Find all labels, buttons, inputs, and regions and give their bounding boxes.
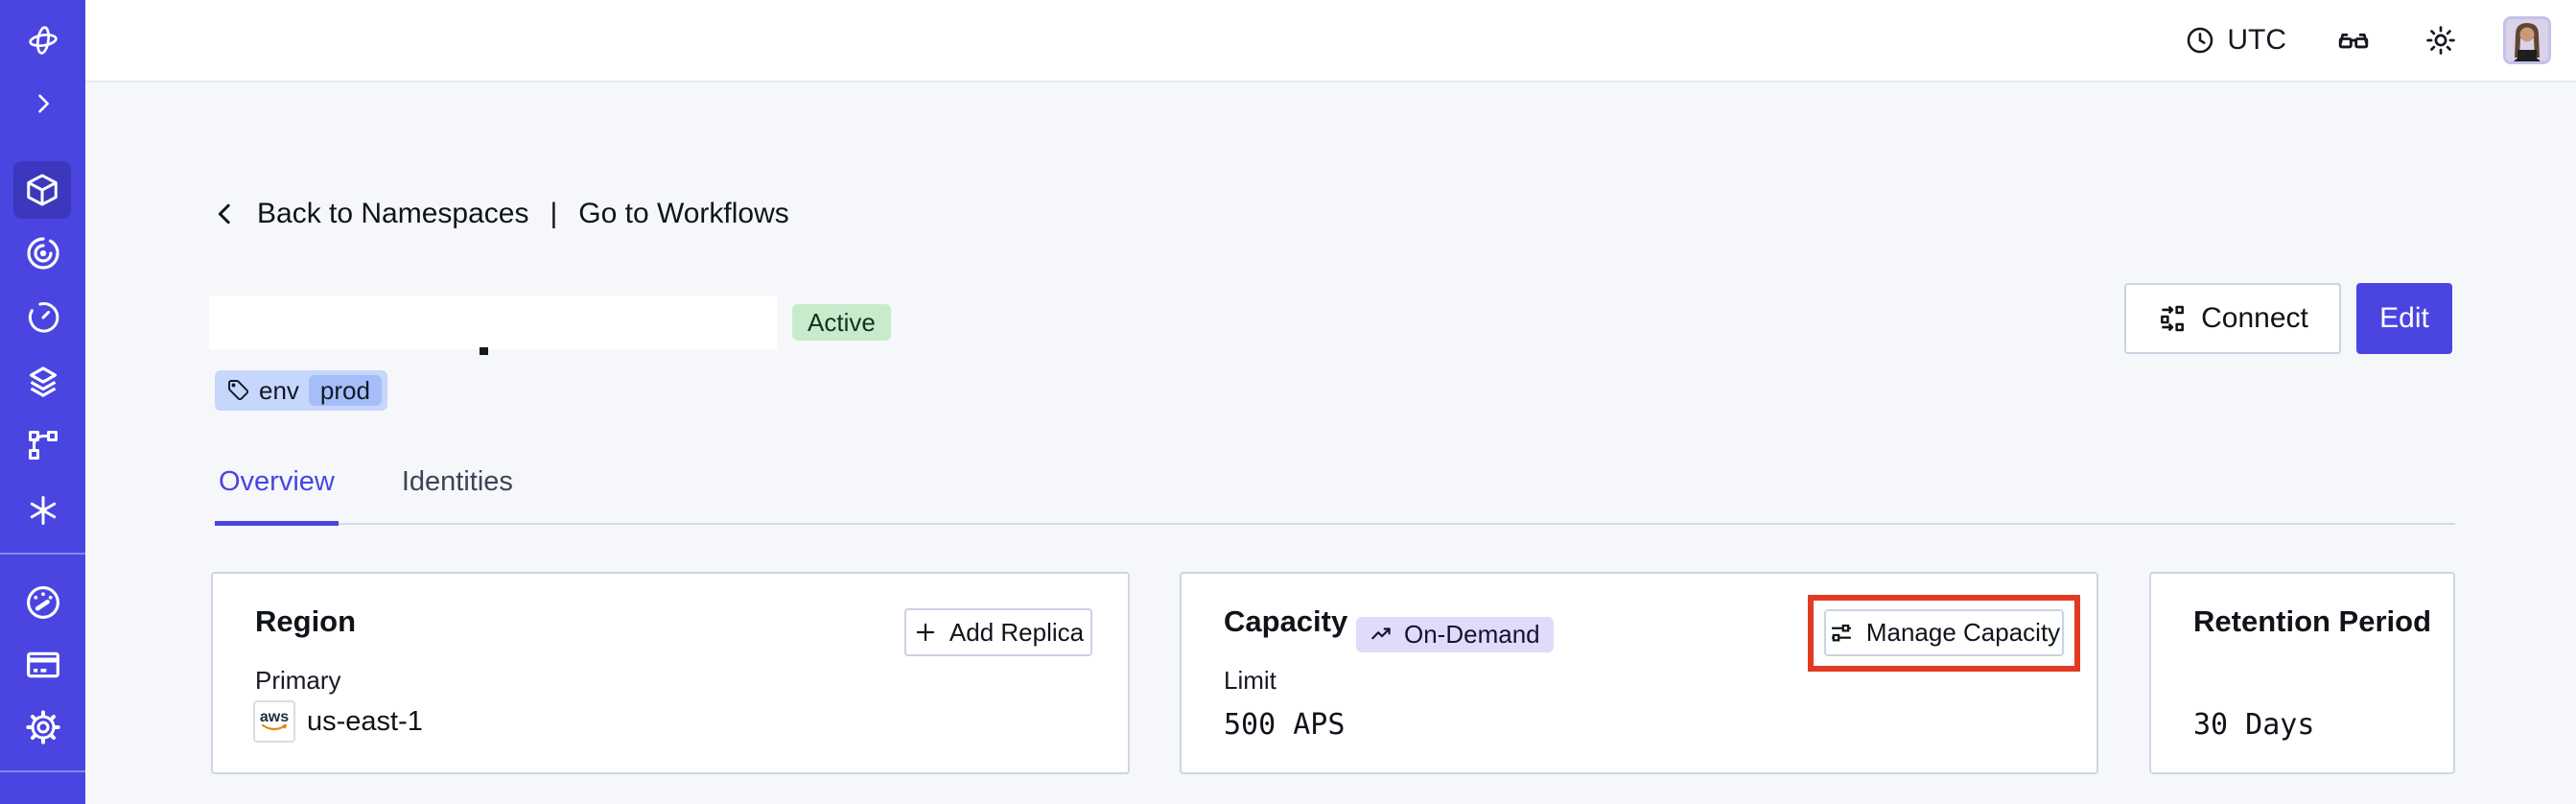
on-demand-badge: On-Demand — [1356, 617, 1554, 652]
timer-icon — [28, 302, 59, 333]
gear-icon — [25, 710, 60, 745]
primary-label: Primary — [255, 666, 341, 695]
header-actions: Connect Edit — [2124, 283, 2452, 354]
aws-provider-chip: aws — [253, 700, 295, 743]
status-badge: Active — [792, 304, 891, 341]
retention-value: 30 Days — [2193, 708, 2315, 742]
tab-bar: Overview Identities — [215, 466, 2455, 526]
labs-toggle[interactable] — [2336, 23, 2371, 58]
aws-logo-text: aws — [259, 709, 290, 725]
glasses-icon — [2338, 33, 2369, 49]
add-replica-button[interactable]: Add Replica — [904, 608, 1092, 656]
sliders-icon — [1831, 624, 1851, 641]
connect-flow-icon — [2161, 305, 2185, 332]
sidebar-divider — [0, 770, 85, 772]
sidebar-item-nexus[interactable] — [0, 482, 85, 539]
edit-button[interactable]: Edit — [2356, 283, 2452, 354]
credit-card-icon — [26, 651, 59, 678]
topbar: UTC — [85, 0, 2576, 83]
sidebar-item-schedules[interactable] — [0, 289, 85, 346]
sidebar-item-namespaces[interactable] — [13, 161, 71, 219]
retention-card: Retention Period 30 Days — [2149, 572, 2455, 774]
main-content: Back to Namespaces | Go to Workflows Act… — [85, 83, 2576, 804]
limit-label: Limit — [1224, 666, 1276, 695]
tag-icon — [228, 380, 248, 400]
sidebar-divider — [0, 553, 85, 555]
edit-button-label: Edit — [2379, 302, 2429, 334]
region-card: Region Add Replica Primary aws us-east-1 — [211, 572, 1130, 774]
redaction-artifact-dot — [480, 347, 488, 355]
gauge-icon — [26, 586, 59, 619]
breadcrumb: Back to Namespaces | Go to Workflows — [211, 198, 789, 230]
connect-button-label: Connect — [2201, 302, 2308, 334]
chevron-left-icon[interactable] — [211, 200, 240, 228]
aws-smile-icon — [262, 724, 287, 731]
region-value: us-east-1 — [307, 706, 423, 737]
sidebar-item-workflows[interactable] — [0, 225, 85, 282]
clock-icon — [2188, 27, 2213, 54]
sidebar-nav — [0, 0, 85, 804]
capacity-card-title: Capacity — [1224, 604, 1348, 638]
redacted-namespace-title — [209, 296, 777, 349]
sidebar-item-billing[interactable] — [0, 636, 85, 694]
trending-up-icon — [1371, 627, 1391, 639]
cube-icon — [27, 174, 58, 206]
connect-button[interactable]: Connect — [2124, 283, 2341, 354]
branch-icon — [28, 431, 58, 460]
region-card-title: Region — [255, 604, 357, 638]
namespace-tag[interactable]: env prod — [215, 370, 387, 411]
breadcrumb-separator: | — [550, 198, 558, 229]
capacity-limit-value: 500 APS — [1224, 708, 1346, 742]
tab-identities[interactable]: Identities — [401, 466, 513, 497]
sidebar-item-help-partial[interactable] — [0, 792, 85, 804]
sun-icon — [2426, 26, 2455, 55]
plus-icon — [916, 623, 935, 642]
manage-capacity-label: Manage Capacity — [1865, 618, 2061, 647]
sidebar-item-batch-operations[interactable] — [0, 416, 85, 474]
layers-icon — [29, 367, 57, 397]
avatar-photo — [2506, 19, 2548, 61]
add-replica-label: Add Replica — [948, 617, 1085, 647]
manage-capacity-button[interactable]: Manage Capacity — [1824, 609, 2064, 656]
tag-value-chip: prod — [308, 375, 382, 406]
on-demand-label: On-Demand — [1404, 620, 1540, 649]
retention-card-title: Retention Period — [2193, 604, 2432, 638]
user-avatar[interactable] — [2503, 16, 2551, 64]
capacity-card: Capacity On-Demand Manage Capaci — [1180, 572, 2098, 774]
back-to-namespaces-link[interactable]: Back to Namespaces — [257, 198, 529, 229]
asterisk-icon — [30, 496, 56, 525]
temporal-logo-icon[interactable] — [0, 12, 85, 69]
expand-sidebar-icon[interactable] — [0, 75, 85, 132]
sidebar-item-settings[interactable] — [0, 698, 85, 756]
timezone-label: UTC — [2227, 24, 2286, 56]
timezone-selector[interactable]: UTC — [2185, 24, 2286, 57]
tag-key: env — [259, 375, 299, 405]
sidebar-item-deployments[interactable] — [0, 353, 85, 411]
theme-toggle[interactable] — [2424, 24, 2457, 57]
tab-overview[interactable]: Overview — [215, 466, 339, 526]
go-to-workflows-link[interactable]: Go to Workflows — [578, 198, 789, 229]
sidebar-item-usage[interactable] — [0, 574, 85, 631]
spiral-icon — [26, 237, 59, 270]
